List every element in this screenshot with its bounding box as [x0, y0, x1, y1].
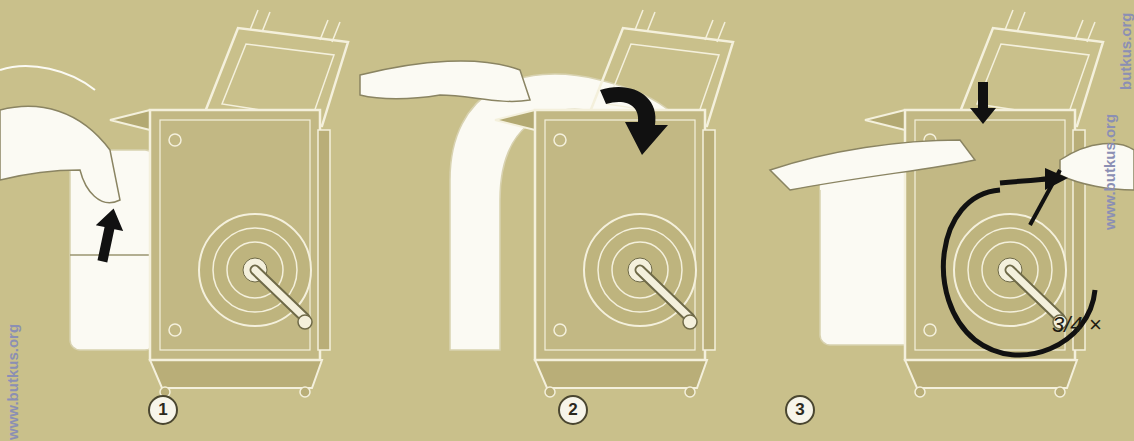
watermark: www.butkus.org	[1101, 114, 1118, 230]
step-number-circle: 3	[785, 395, 815, 425]
step-number-circle: 1	[148, 395, 178, 425]
step-number: 3	[795, 400, 804, 420]
watermark: butkus.org	[1117, 13, 1134, 91]
watermark: www.butkus.org	[4, 324, 21, 440]
step-number: 2	[568, 400, 577, 420]
turn-count: 3/4 ×	[1052, 312, 1102, 338]
step-number-circle: 2	[558, 395, 588, 425]
step-number: 1	[158, 400, 167, 420]
